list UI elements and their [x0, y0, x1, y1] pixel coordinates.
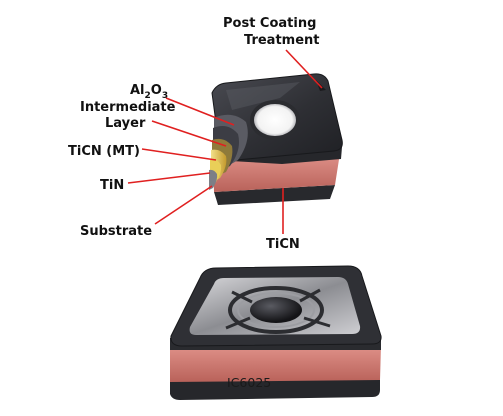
label-post-coating-line2: Treatment	[244, 33, 320, 48]
chipbreaker-ring	[228, 286, 324, 334]
label-substrate: Substrate	[80, 224, 152, 239]
al2o3-sub-2: 2	[145, 91, 151, 101]
coated-insert-cutaway	[209, 73, 343, 205]
leader-lines	[127, 49, 323, 234]
label-ticn: TiCN	[266, 237, 300, 252]
label-intermediate-line2: Layer	[105, 116, 146, 131]
finished-side-bottom	[170, 378, 380, 400]
peeled-layer-substrate	[209, 169, 218, 190]
corner-arrow-icon	[316, 80, 326, 91]
label-intermediate-line1: Intermediate	[80, 100, 176, 115]
al2o3-sub-3: 3	[162, 91, 168, 101]
label-tin: TiN	[100, 178, 124, 193]
chipbreaker-ring-inner	[237, 292, 315, 328]
leader-al2o3	[165, 97, 235, 126]
leader-ticn-mt	[141, 148, 217, 161]
label-al2o3: Al2O3	[130, 83, 168, 101]
insert-side-copper	[213, 153, 340, 192]
finished-insert	[170, 265, 382, 400]
insert-hole	[250, 100, 300, 140]
al2o3-o: O	[151, 83, 162, 98]
leader-intermediate	[151, 120, 227, 147]
insert-grade-label: IC6025	[227, 375, 271, 390]
leader-tin	[127, 172, 211, 184]
al2o3-al: Al	[130, 83, 145, 98]
finished-side-copper	[170, 345, 381, 382]
leader-substrate	[154, 185, 213, 225]
insert-side-lower	[214, 185, 335, 205]
label-ticn-mt: TiCN (MT)	[68, 144, 140, 159]
chipbreaker-spokes	[225, 288, 331, 330]
top-face-sheen	[226, 82, 300, 110]
insert-center-dome	[250, 297, 302, 323]
label-post-coating-line1: Post Coating	[223, 16, 316, 31]
leader-post-coating	[285, 49, 323, 89]
